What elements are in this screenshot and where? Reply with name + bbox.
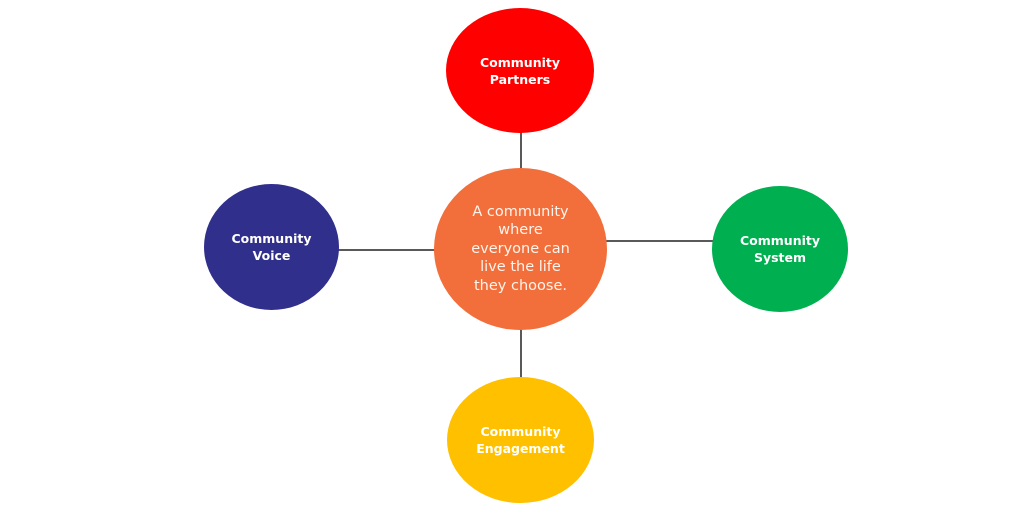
- node-community-system: Community System: [712, 186, 848, 312]
- connector-left: [338, 249, 435, 251]
- connector-bottom: [520, 329, 522, 378]
- center-node-label: A community where everyone can live the …: [471, 203, 570, 294]
- center-node: A community where everyone can live the …: [434, 168, 607, 330]
- node-label: Community Voice: [231, 231, 312, 263]
- node-community-engagement: Community Engagement: [447, 377, 594, 503]
- node-label: Community Engagement: [476, 424, 565, 456]
- node-community-partners: Community Partners: [446, 8, 594, 133]
- node-label: Community Partners: [479, 54, 561, 87]
- connector-right: [606, 240, 713, 242]
- node-community-voice: Community Voice: [204, 184, 339, 310]
- connector-top: [520, 132, 522, 169]
- node-label: Community System: [739, 233, 821, 265]
